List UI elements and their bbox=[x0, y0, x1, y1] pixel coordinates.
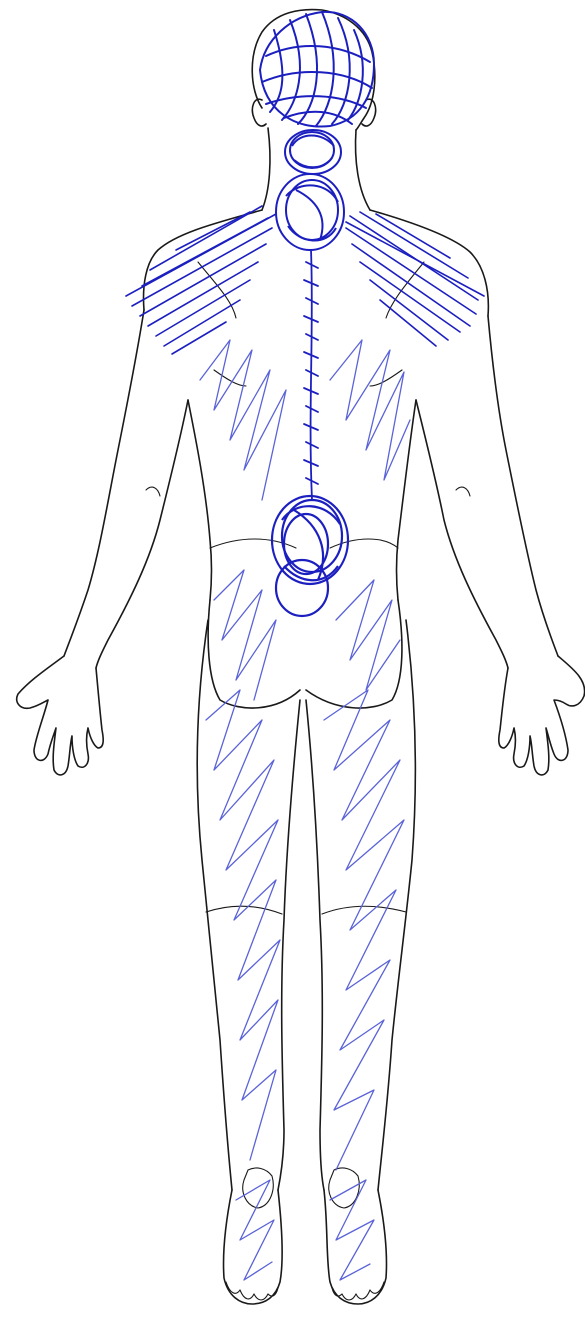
left-hand bbox=[17, 656, 103, 775]
right-arm-outer bbox=[488, 316, 558, 656]
left-leg-outer bbox=[197, 620, 232, 1190]
left-arm-outer bbox=[64, 310, 144, 656]
right-shoulder bbox=[370, 210, 488, 316]
right-hand bbox=[499, 656, 585, 775]
left-arm-inner bbox=[96, 400, 188, 668]
waist-line bbox=[210, 539, 398, 548]
left-heel bbox=[243, 1168, 273, 1208]
body-outline bbox=[17, 10, 585, 1304]
neck-left bbox=[262, 128, 270, 210]
neck-right bbox=[356, 130, 370, 210]
right-leg-inner bbox=[306, 700, 324, 1190]
pain-markings bbox=[126, 12, 484, 1280]
marking-neck-upper bbox=[285, 130, 341, 174]
right-leg-outer bbox=[378, 620, 415, 1190]
right-elbow-mark bbox=[456, 487, 470, 496]
marking-upper-back bbox=[200, 340, 410, 500]
marking-head bbox=[260, 12, 374, 127]
right-foot bbox=[324, 1190, 387, 1304]
torso-left-side bbox=[188, 400, 212, 600]
left-elbow-mark bbox=[146, 487, 160, 496]
right-back-curve bbox=[370, 370, 402, 386]
marking-spine bbox=[304, 250, 318, 500]
left-leg-inner bbox=[278, 700, 300, 1190]
marking-neck-lower bbox=[276, 174, 344, 250]
marking-right-leg bbox=[324, 690, 404, 1170]
left-foot bbox=[223, 1190, 282, 1304]
marking-left-leg bbox=[206, 690, 280, 1160]
marking-feet bbox=[236, 1180, 374, 1280]
marking-lower-back bbox=[272, 496, 348, 616]
right-arm-inner bbox=[416, 400, 508, 668]
marking-buttocks bbox=[214, 570, 400, 700]
left-scapula bbox=[198, 262, 236, 318]
right-knee-crease bbox=[322, 906, 406, 914]
